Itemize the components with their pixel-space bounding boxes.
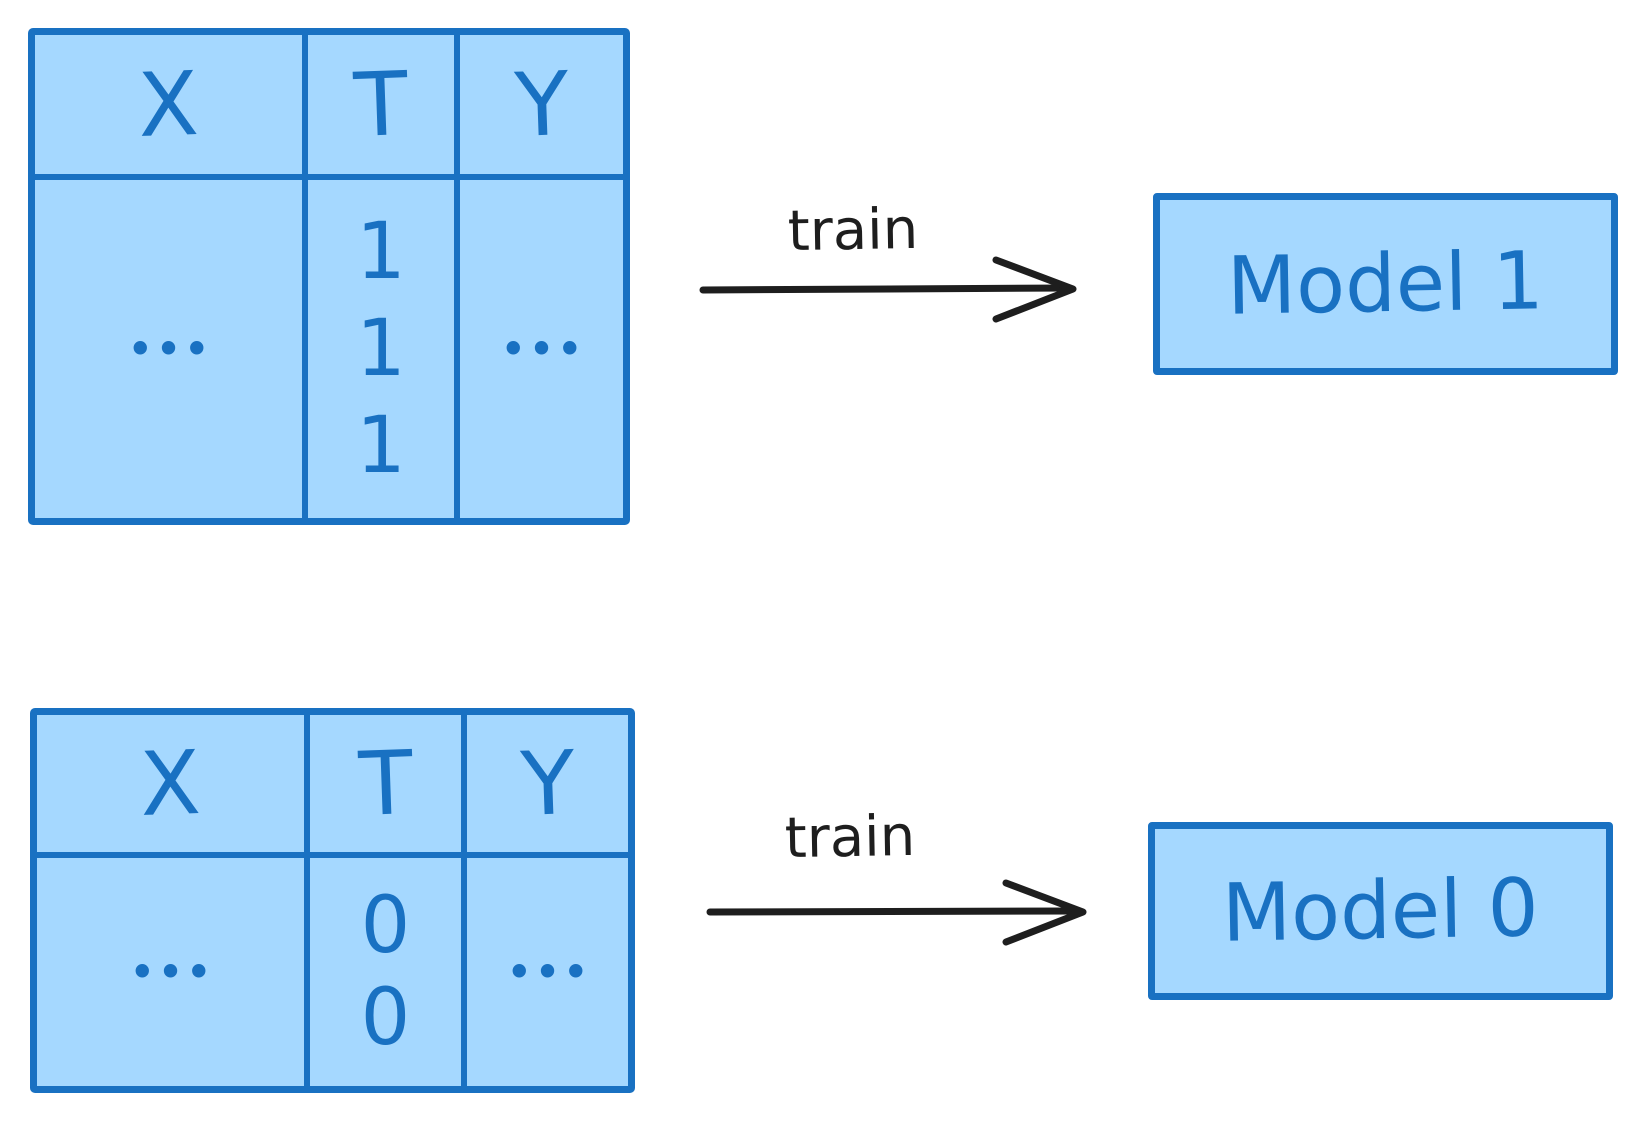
t1-body-cell-y: ••• xyxy=(501,327,586,371)
t0-header-cell-y: Y xyxy=(467,715,628,858)
t0-header-y-label: Y xyxy=(518,730,577,836)
train-arrow-icon xyxy=(706,879,1087,946)
t-value: 1 xyxy=(356,304,406,394)
t0-header-cell-t: T xyxy=(310,715,467,858)
t1-body-cell-t: 1 1 1 xyxy=(308,180,460,518)
t0-header-cell-x: X xyxy=(37,715,310,858)
t0-body-cell-y: ••• xyxy=(507,950,592,994)
t0-body-cell-t: 0 0 xyxy=(310,858,467,1086)
t-value: 0 xyxy=(360,880,411,971)
model-1-box: Model 1 xyxy=(1153,193,1618,375)
t1-body-cell-x: ••• xyxy=(35,180,308,518)
t1-header-y-label: Y xyxy=(512,51,571,157)
dataset-table-t1: X T Y ••• 1 1 1 ••• xyxy=(28,28,630,525)
model-0-label: Model 0 xyxy=(1221,861,1540,960)
dataset-table-t0: X T Y ••• 0 0 ••• xyxy=(30,708,635,1093)
train-label: train xyxy=(784,803,916,872)
t0-header-x-label: X xyxy=(138,730,203,836)
t1-header-cell-x: X xyxy=(35,35,308,180)
model-1-label: Model 1 xyxy=(1226,234,1545,333)
t1-header-x-label: X xyxy=(136,51,201,157)
t0-header-t-label: T xyxy=(356,730,415,836)
t1-header-cell-t: T xyxy=(308,35,460,180)
t-value: 0 xyxy=(360,973,411,1064)
t0-body-cell-x: ••• xyxy=(37,858,310,1086)
t-value: 1 xyxy=(356,401,406,491)
model-0-box: Model 0 xyxy=(1148,822,1613,1000)
t1-header-t-label: T xyxy=(352,51,410,157)
t-value: 1 xyxy=(356,207,406,297)
train-arrow-icon xyxy=(699,256,1077,323)
t1-header-cell-y: Y xyxy=(460,35,623,180)
